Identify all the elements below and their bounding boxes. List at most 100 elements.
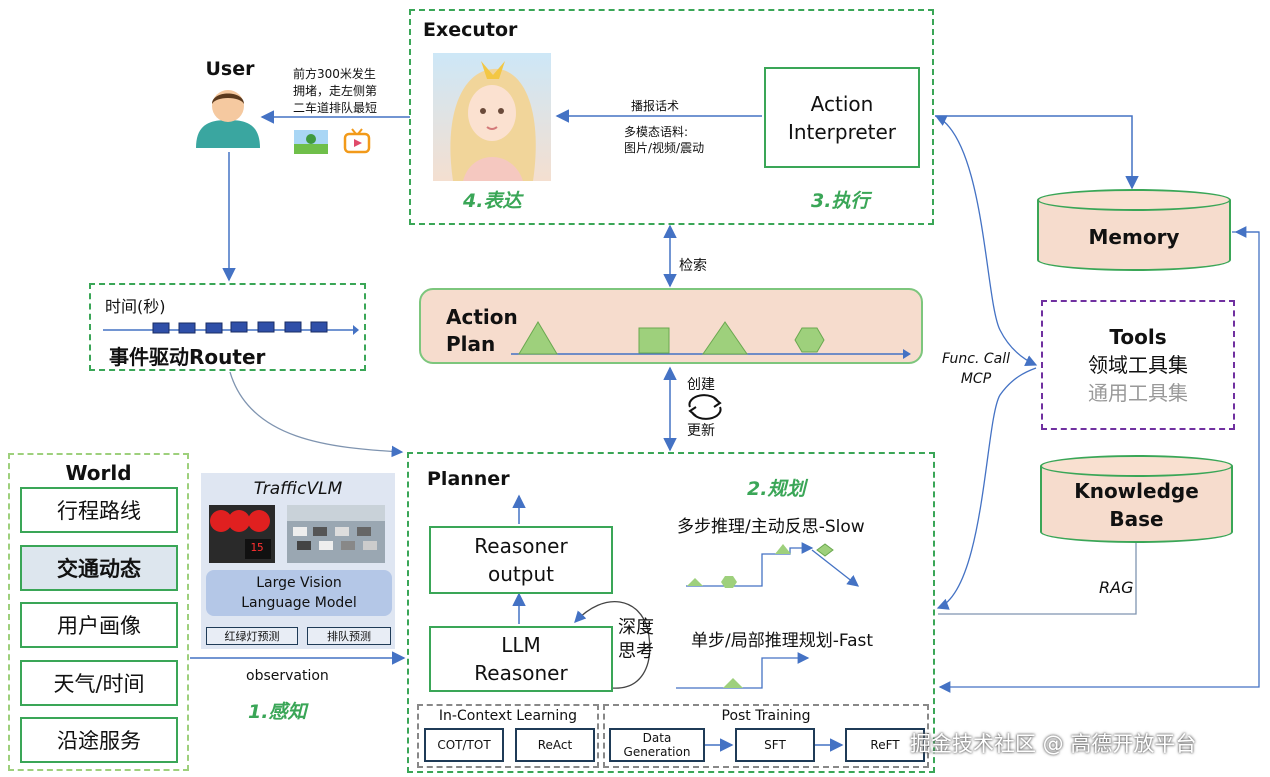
- memory-cylinder-body: [1037, 200, 1231, 271]
- rag-label: RAG: [1099, 578, 1134, 597]
- update-label: 更新: [687, 423, 715, 439]
- observation-label: observation: [246, 668, 329, 684]
- plan-square-shape: [638, 327, 670, 354]
- memory-label: Memory: [1088, 225, 1180, 249]
- action-plan-line: Plan: [446, 332, 496, 356]
- executor-title: Executor: [423, 19, 518, 41]
- llm-reasoner-line: Reasoner: [474, 661, 568, 685]
- user-label: User: [200, 58, 260, 80]
- retrieve-label: 检索: [679, 258, 707, 274]
- icl-panel: In-Context Learning COT/TOT ReAct: [417, 704, 599, 768]
- stage-execute: 3.执行: [811, 190, 870, 212]
- stage-perceive: 1.感知: [248, 701, 307, 723]
- react-box: ReAct: [515, 728, 595, 762]
- multimodal-label: 多模态语料: 图片/视频/震动: [624, 124, 704, 156]
- world-item: 用户画像: [20, 602, 178, 648]
- planner-title: Planner: [427, 468, 510, 490]
- router-label: 事件驱动Router: [109, 345, 266, 369]
- llm-reasoner-line: LLM: [501, 633, 541, 657]
- world-item: 行程路线: [20, 487, 178, 533]
- slow-path-shapes: [687, 543, 834, 588]
- traffic-light-countdown: 15: [250, 541, 264, 554]
- plan-triangle-shape: [518, 321, 558, 355]
- tools-panel: Tools 领域工具集 通用工具集: [1041, 300, 1235, 430]
- user-message-line: 二车道排队最短: [293, 101, 378, 115]
- event-block: [230, 321, 248, 333]
- traffic-light-icon: [209, 505, 275, 563]
- deep-think-line: 思考: [618, 641, 654, 662]
- user-message: 前方300米发生 拥堵，走左侧第 二车道排队最短: [293, 66, 403, 117]
- multimodal-line: 图片/视频/震动: [624, 141, 705, 155]
- fast-label: 单步/局部推理规划-Fast: [691, 631, 874, 651]
- knowledge-line: Knowledge: [1074, 479, 1199, 503]
- reasoner-output-box: Reasoner output: [429, 526, 613, 594]
- memory-cylinder: Memory: [1037, 189, 1231, 271]
- post-training-panel: Post Training Data Generation SFT ReFT: [603, 704, 929, 768]
- multimodal-line: 多模态语料:: [624, 125, 689, 139]
- knowledge-label: Knowledge Base: [1040, 475, 1233, 535]
- reft-box: ReFT: [845, 728, 925, 762]
- executor-panel: Executor 播报话术 多模态语料: 图片/视频/震动 Action Int…: [409, 9, 934, 225]
- world-title: World: [65, 461, 132, 485]
- post-training-title: Post Training: [721, 708, 811, 724]
- reasoner-output-line: output: [488, 562, 554, 586]
- user-title: User: [205, 58, 255, 80]
- queue-prediction-tag: 排队预测: [307, 627, 391, 645]
- event-block: [310, 321, 328, 333]
- router-panel: 时间(秒) 事件驱动Router: [89, 283, 366, 371]
- user-avatar-icon: [196, 90, 260, 148]
- cycle-icon: [688, 394, 722, 420]
- avatar-illustration-icon: [450, 61, 536, 181]
- knowledge-cylinder-body: [1040, 466, 1233, 543]
- avatar-image: [433, 53, 551, 181]
- knowledge-base-cylinder: Knowledge Base: [1040, 455, 1233, 543]
- action-plan-panel: Action Plan: [419, 288, 923, 364]
- vlm-model-box: Large Vision Language Model: [206, 570, 392, 616]
- tools-title: Tools: [1109, 325, 1167, 349]
- broadcast-label: 播报话术: [631, 99, 680, 113]
- watermark: 掘金技术社区 @ 高德开放平台: [910, 732, 1197, 756]
- action-plan-line: Action: [446, 305, 518, 329]
- slow-label: 多步推理/主动反思-Slow: [677, 517, 865, 537]
- event-block: [257, 321, 275, 333]
- reasoner-output-line: Reasoner: [474, 534, 568, 558]
- func-call-label: Func. Call MCP: [938, 349, 1014, 389]
- stage-express: 4.表达: [463, 190, 522, 212]
- action-plan-timeline: [511, 321, 911, 359]
- fast-path-shape: [723, 678, 743, 688]
- user-message-line: 前方300米发生: [293, 67, 376, 81]
- video-icon: [343, 128, 371, 154]
- deep-think-line: 深度: [618, 617, 654, 638]
- vlm-title: TrafficVLM: [253, 479, 343, 499]
- tools-domain: 领域工具集: [1088, 353, 1188, 377]
- knowledge-line: Base: [1109, 507, 1164, 531]
- event-block: [152, 322, 170, 334]
- memory-cylinder-top: [1037, 189, 1231, 211]
- world-item: 天气/时间: [20, 660, 178, 706]
- create-label: 创建: [687, 377, 715, 393]
- plan-hexagon-shape: [794, 327, 825, 353]
- image-icon: [294, 130, 328, 154]
- world-item-traffic: 交通动态: [20, 545, 178, 591]
- user-message-line: 拥堵，走左侧第: [293, 84, 378, 98]
- light-prediction-tag: 红绿灯预测: [206, 627, 298, 645]
- world-item: 沿途服务: [20, 717, 178, 763]
- action-plan-label: Action Plan: [446, 304, 518, 358]
- icl-title: In-Context Learning: [438, 708, 578, 724]
- knowledge-cylinder-top: [1040, 455, 1233, 477]
- vlm-model-line: Large Vision: [256, 575, 342, 591]
- event-block: [284, 321, 302, 333]
- interpreter-line: Action: [810, 91, 874, 116]
- func-call-line: MCP: [960, 371, 992, 387]
- event-block: [205, 322, 223, 334]
- traffic-vlm-panel: TrafficVLM 15 Large Vision Language Mode…: [201, 473, 395, 649]
- router-time-label: 时间(秒): [105, 297, 166, 316]
- planner-panel: Planner 2.规划 Reasoner output LLM Reasone…: [407, 452, 935, 773]
- router-timeline: [103, 321, 359, 335]
- sft-box: SFT: [735, 728, 815, 762]
- action-interpreter-box: Action Interpreter: [764, 67, 920, 168]
- deep-think-label: 深度 思考: [618, 616, 654, 664]
- vlm-model-line: Language Model: [241, 595, 357, 611]
- interpreter-line: Interpreter: [787, 119, 897, 144]
- stage-plan: 2.规划: [747, 478, 806, 500]
